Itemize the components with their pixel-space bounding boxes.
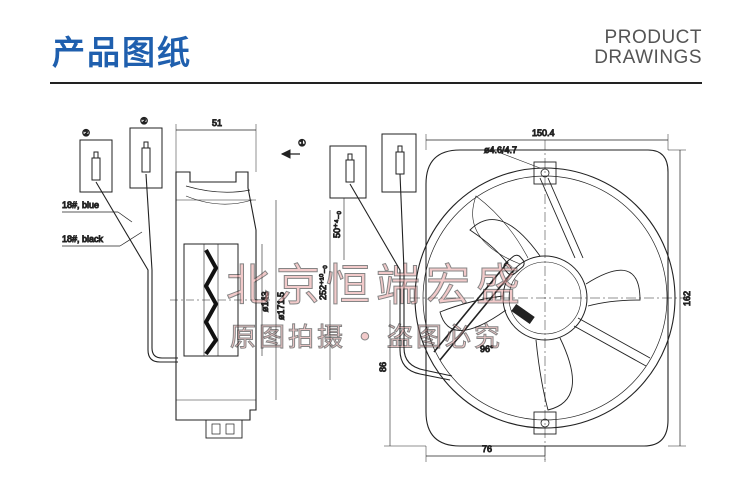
side-view bbox=[62, 124, 277, 439]
connector-terminal-left bbox=[91, 151, 101, 181]
connector-box-front-left bbox=[329, 145, 367, 199]
connector-box-right bbox=[129, 127, 163, 189]
header-divider bbox=[50, 82, 702, 84]
blade-2 bbox=[585, 269, 641, 307]
connector-box-left bbox=[79, 139, 113, 193]
dim-162: 162 bbox=[682, 291, 692, 306]
dim-d171: ø171.5 bbox=[276, 292, 286, 320]
connector-box-front-right bbox=[381, 133, 417, 193]
page-subtitle: PRODUCT DRAWINGS bbox=[594, 28, 702, 68]
subtitle-line-2: DRAWINGS bbox=[594, 47, 702, 68]
spoke-top bbox=[539, 177, 584, 259]
blade-1 bbox=[469, 219, 541, 271]
wire-label-black: 18#, black bbox=[62, 234, 104, 244]
blade-4 bbox=[439, 295, 507, 331]
wire-label-blue: 18#, blue bbox=[62, 200, 99, 210]
dim-50: 50⁺⁴₋₀ bbox=[332, 211, 342, 238]
dim-86: 86 bbox=[378, 362, 388, 372]
dim-hole: ø4.6/4.7 bbox=[484, 145, 517, 155]
blade-5 bbox=[472, 195, 529, 265]
callout-1: ① bbox=[298, 138, 306, 148]
spoke-right bbox=[573, 317, 651, 367]
spoke-left bbox=[433, 261, 515, 361]
watermark-line-1: 北京恒端宏盛 bbox=[226, 260, 526, 311]
subtitle-line-1: PRODUCT bbox=[604, 27, 702, 48]
dim-150-4: 150.4 bbox=[532, 128, 555, 138]
callout-2-right: ② bbox=[140, 116, 148, 126]
wire-blue bbox=[95, 181, 178, 363]
blade-3 bbox=[535, 337, 573, 411]
wire-black bbox=[145, 173, 178, 359]
connector-terminal-right bbox=[141, 141, 151, 173]
dim-width-51: 51 bbox=[212, 118, 222, 128]
dim-76: 76 bbox=[482, 444, 492, 454]
fan-frame bbox=[425, 149, 669, 447]
callout-2-left: ② bbox=[82, 128, 90, 138]
dim-252: 252⁺¹⁰₋₀ bbox=[318, 265, 328, 300]
page-title: 产品图纸 bbox=[52, 33, 192, 72]
dim-96-deg: 96° bbox=[480, 344, 494, 354]
fan-side-outline bbox=[175, 171, 257, 421]
watermark-line-2: 原图拍摄 • 盗图必究 bbox=[230, 323, 503, 353]
dim-d143: ø143 bbox=[260, 291, 270, 312]
front-view bbox=[280, 133, 690, 462]
